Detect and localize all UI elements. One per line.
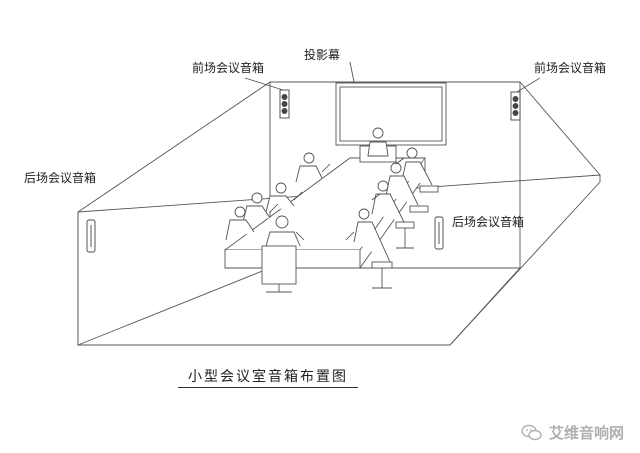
person-right-1 [401, 147, 439, 193]
room-left-top-edge [77, 81, 271, 213]
wechat-icon [521, 424, 542, 440]
front-right-speaker-icon [510, 91, 521, 121]
leader-front-right [516, 77, 541, 93]
label-rear-left-speaker: 后场会议音箱 [24, 171, 97, 185]
person-right-4 [353, 208, 393, 289]
person-right-3 [371, 180, 415, 249]
mic [269, 203, 279, 213]
mic [295, 231, 305, 241]
mic [395, 157, 405, 165]
label-rear-right-speaker: 后场会议音箱 [452, 215, 525, 229]
room-right-top-edge [519, 81, 601, 176]
mic [371, 193, 381, 201]
caption-underline [178, 387, 358, 388]
projection-screen [335, 61, 447, 146]
person-left-1 [295, 152, 323, 183]
watermark: 艾维音响网 [521, 422, 624, 443]
foreground-person [261, 215, 301, 293]
watermark-text: 艾维音响网 [548, 424, 624, 442]
mic [293, 191, 303, 201]
person-left-4 [225, 206, 255, 241]
rear-left-speaker-icon [86, 219, 96, 253]
presenter-figure [359, 127, 397, 163]
mic [321, 163, 331, 173]
rear-right-speaker-icon [434, 216, 444, 250]
label-screen: 投影幕 [304, 48, 341, 62]
mic [345, 231, 355, 241]
label-front-right-speaker: 前场会议音箱 [534, 61, 607, 75]
person-left-2 [265, 182, 295, 213]
person-left-3 [242, 192, 271, 223]
leader-front-left [244, 77, 284, 91]
room-left-bottom-edge [77, 267, 271, 346]
diagram-caption: 小型会议室音箱布置图 [188, 369, 348, 385]
front-left-speaker-icon [279, 89, 290, 119]
label-front-left-speaker: 前场会议音箱 [192, 61, 265, 75]
